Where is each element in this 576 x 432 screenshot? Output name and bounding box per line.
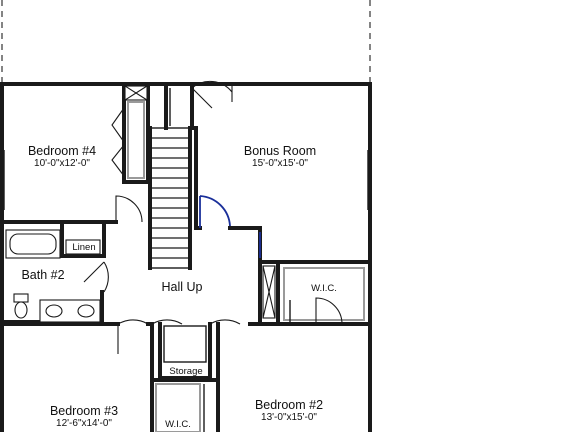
hall-walls [0, 319, 372, 432]
room-name-wic-right: W.I.C. [311, 283, 337, 294]
room-name-bedroom-2: Bedroom #2 [255, 398, 323, 412]
room-dims-bedroom-4: 10'-0"x12'-0" [34, 158, 90, 169]
room-name-hall: Hall Up [162, 280, 203, 294]
exterior-walls [0, 82, 372, 432]
sink-right [77, 304, 95, 318]
toilet [14, 301, 28, 319]
room-dims-bonus: 15'-0"x15'-0" [252, 158, 308, 169]
bonus-room-walls [164, 80, 372, 264]
room-dims-bedroom-3: 12'-6"x14'-0" [56, 418, 112, 429]
room-name-bedroom-4: Bedroom #4 [28, 144, 96, 158]
bedroom-4-walls [0, 82, 150, 224]
wic-right-walls [258, 260, 365, 326]
room-name-linen: Linen [72, 242, 95, 253]
room-name-storage: Storage [169, 366, 202, 377]
staircase [148, 126, 192, 270]
room-dims-bedroom-2: 13'-0"x15'-0" [261, 412, 317, 423]
room-name-wic-bottom: W.I.C. [165, 419, 191, 430]
sink-left [45, 304, 63, 318]
room-name-bonus: Bonus Room [244, 144, 316, 158]
room-name-bath-2: Bath #2 [21, 268, 64, 282]
room-name-bedroom-3: Bedroom #3 [50, 404, 118, 418]
